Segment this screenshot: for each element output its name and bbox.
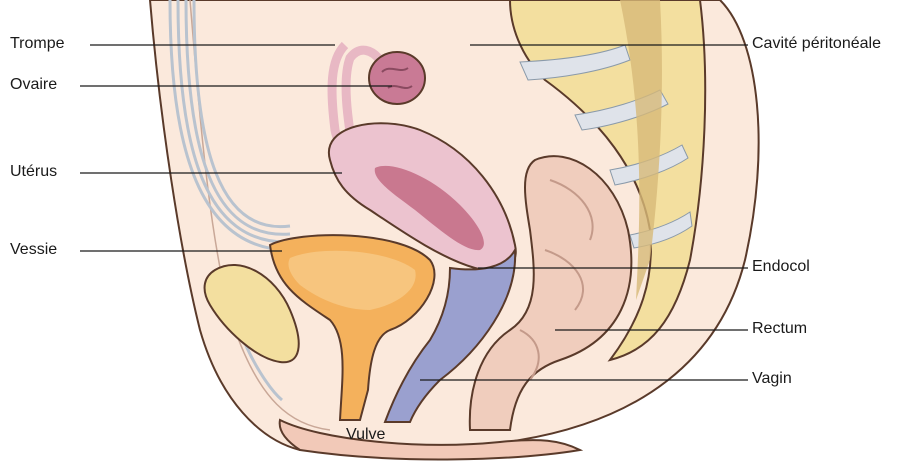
label-endocol: Endocol — [752, 258, 810, 276]
label-trompe: Trompe — [10, 35, 65, 53]
ovary — [369, 52, 425, 104]
label-ovaire: Ovaire — [10, 76, 57, 94]
label-vagin: Vagin — [752, 370, 792, 388]
label-rectum: Rectum — [752, 320, 807, 338]
label-vessie: Vessie — [10, 241, 57, 259]
label-uterus: Utérus — [10, 163, 57, 181]
label-cavite: Cavité péritonéale — [752, 35, 881, 53]
label-vulve: Vulve — [346, 426, 385, 444]
